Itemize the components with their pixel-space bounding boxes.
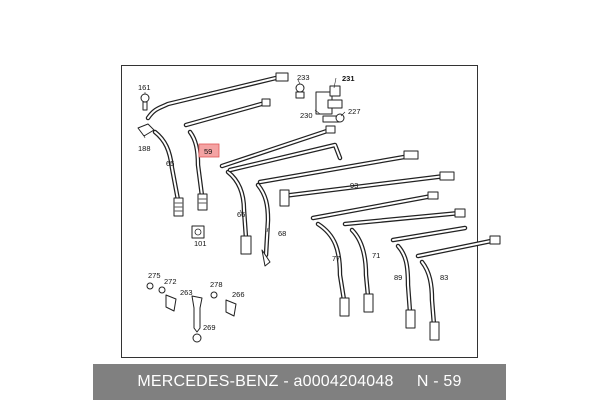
part-number: a0004204048 [293, 373, 394, 390]
brake-line-71[interactable] [342, 208, 466, 313]
callout-65: 65 [166, 159, 174, 168]
callout-59: 59 [204, 147, 212, 156]
cap-272[interactable] [158, 286, 166, 294]
callout-83: 83 [440, 273, 448, 282]
callout-89: 89 [394, 273, 402, 282]
bracket-188[interactable] [137, 123, 155, 137]
bleeder-263[interactable] [165, 294, 177, 312]
brake-line-89[interactable] [390, 225, 468, 329]
callout-93: 93 [350, 181, 358, 190]
fitting-231[interactable] [315, 85, 343, 115]
brake-line-77[interactable] [310, 191, 439, 317]
washer-227[interactable] [335, 113, 345, 123]
callout-278: 278 [210, 280, 223, 289]
callout-266: 266 [232, 290, 245, 299]
callout-272: 272 [164, 277, 177, 286]
diagram-frame [121, 65, 478, 358]
callout-66: 66 [237, 210, 245, 219]
separator: - [283, 373, 289, 390]
valve-269[interactable] [191, 295, 203, 343]
callout-263: 263 [180, 288, 193, 297]
callout-101: 101 [194, 239, 207, 248]
brake-line-93[interactable] [257, 150, 455, 207]
brake-line-65[interactable] [145, 72, 289, 217]
reference-prefix: N - [416, 373, 439, 390]
callout-77: 77 [332, 254, 340, 263]
callout-233: 233 [297, 73, 310, 82]
brake-line-83[interactable] [415, 235, 501, 341]
bolt-161[interactable] [140, 93, 150, 111]
part-info-text: MERCEDES-BENZ - a0004204048 N - 59 [137, 373, 461, 391]
callout-71: 71 [372, 251, 380, 260]
brand-name: MERCEDES-BENZ [137, 373, 279, 390]
callout-275: 275 [148, 271, 161, 280]
callout-161: 161 [138, 83, 151, 92]
callout-230: 230 [300, 111, 313, 120]
brake-line-59[interactable] [183, 98, 271, 211]
callout-68: 68 [278, 229, 286, 238]
part-info-bar: MERCEDES-BENZ - a0004204048 N - 59 [93, 364, 506, 400]
callout-231: 231 [342, 74, 355, 83]
brake-line-68[interactable] [227, 142, 343, 267]
callout-227: 227 [348, 107, 361, 116]
reference-number: 59 [443, 373, 462, 390]
bolt-233[interactable] [295, 83, 305, 99]
clip-101[interactable] [191, 225, 205, 239]
seal-278[interactable] [210, 291, 218, 299]
bleeder-266[interactable] [225, 299, 237, 317]
callout-269: 269 [203, 323, 216, 332]
callout-188: 188 [138, 144, 151, 153]
brake-line-66[interactable] [219, 125, 336, 255]
seal-275[interactable] [146, 282, 154, 290]
highlight-59 [198, 143, 220, 158]
